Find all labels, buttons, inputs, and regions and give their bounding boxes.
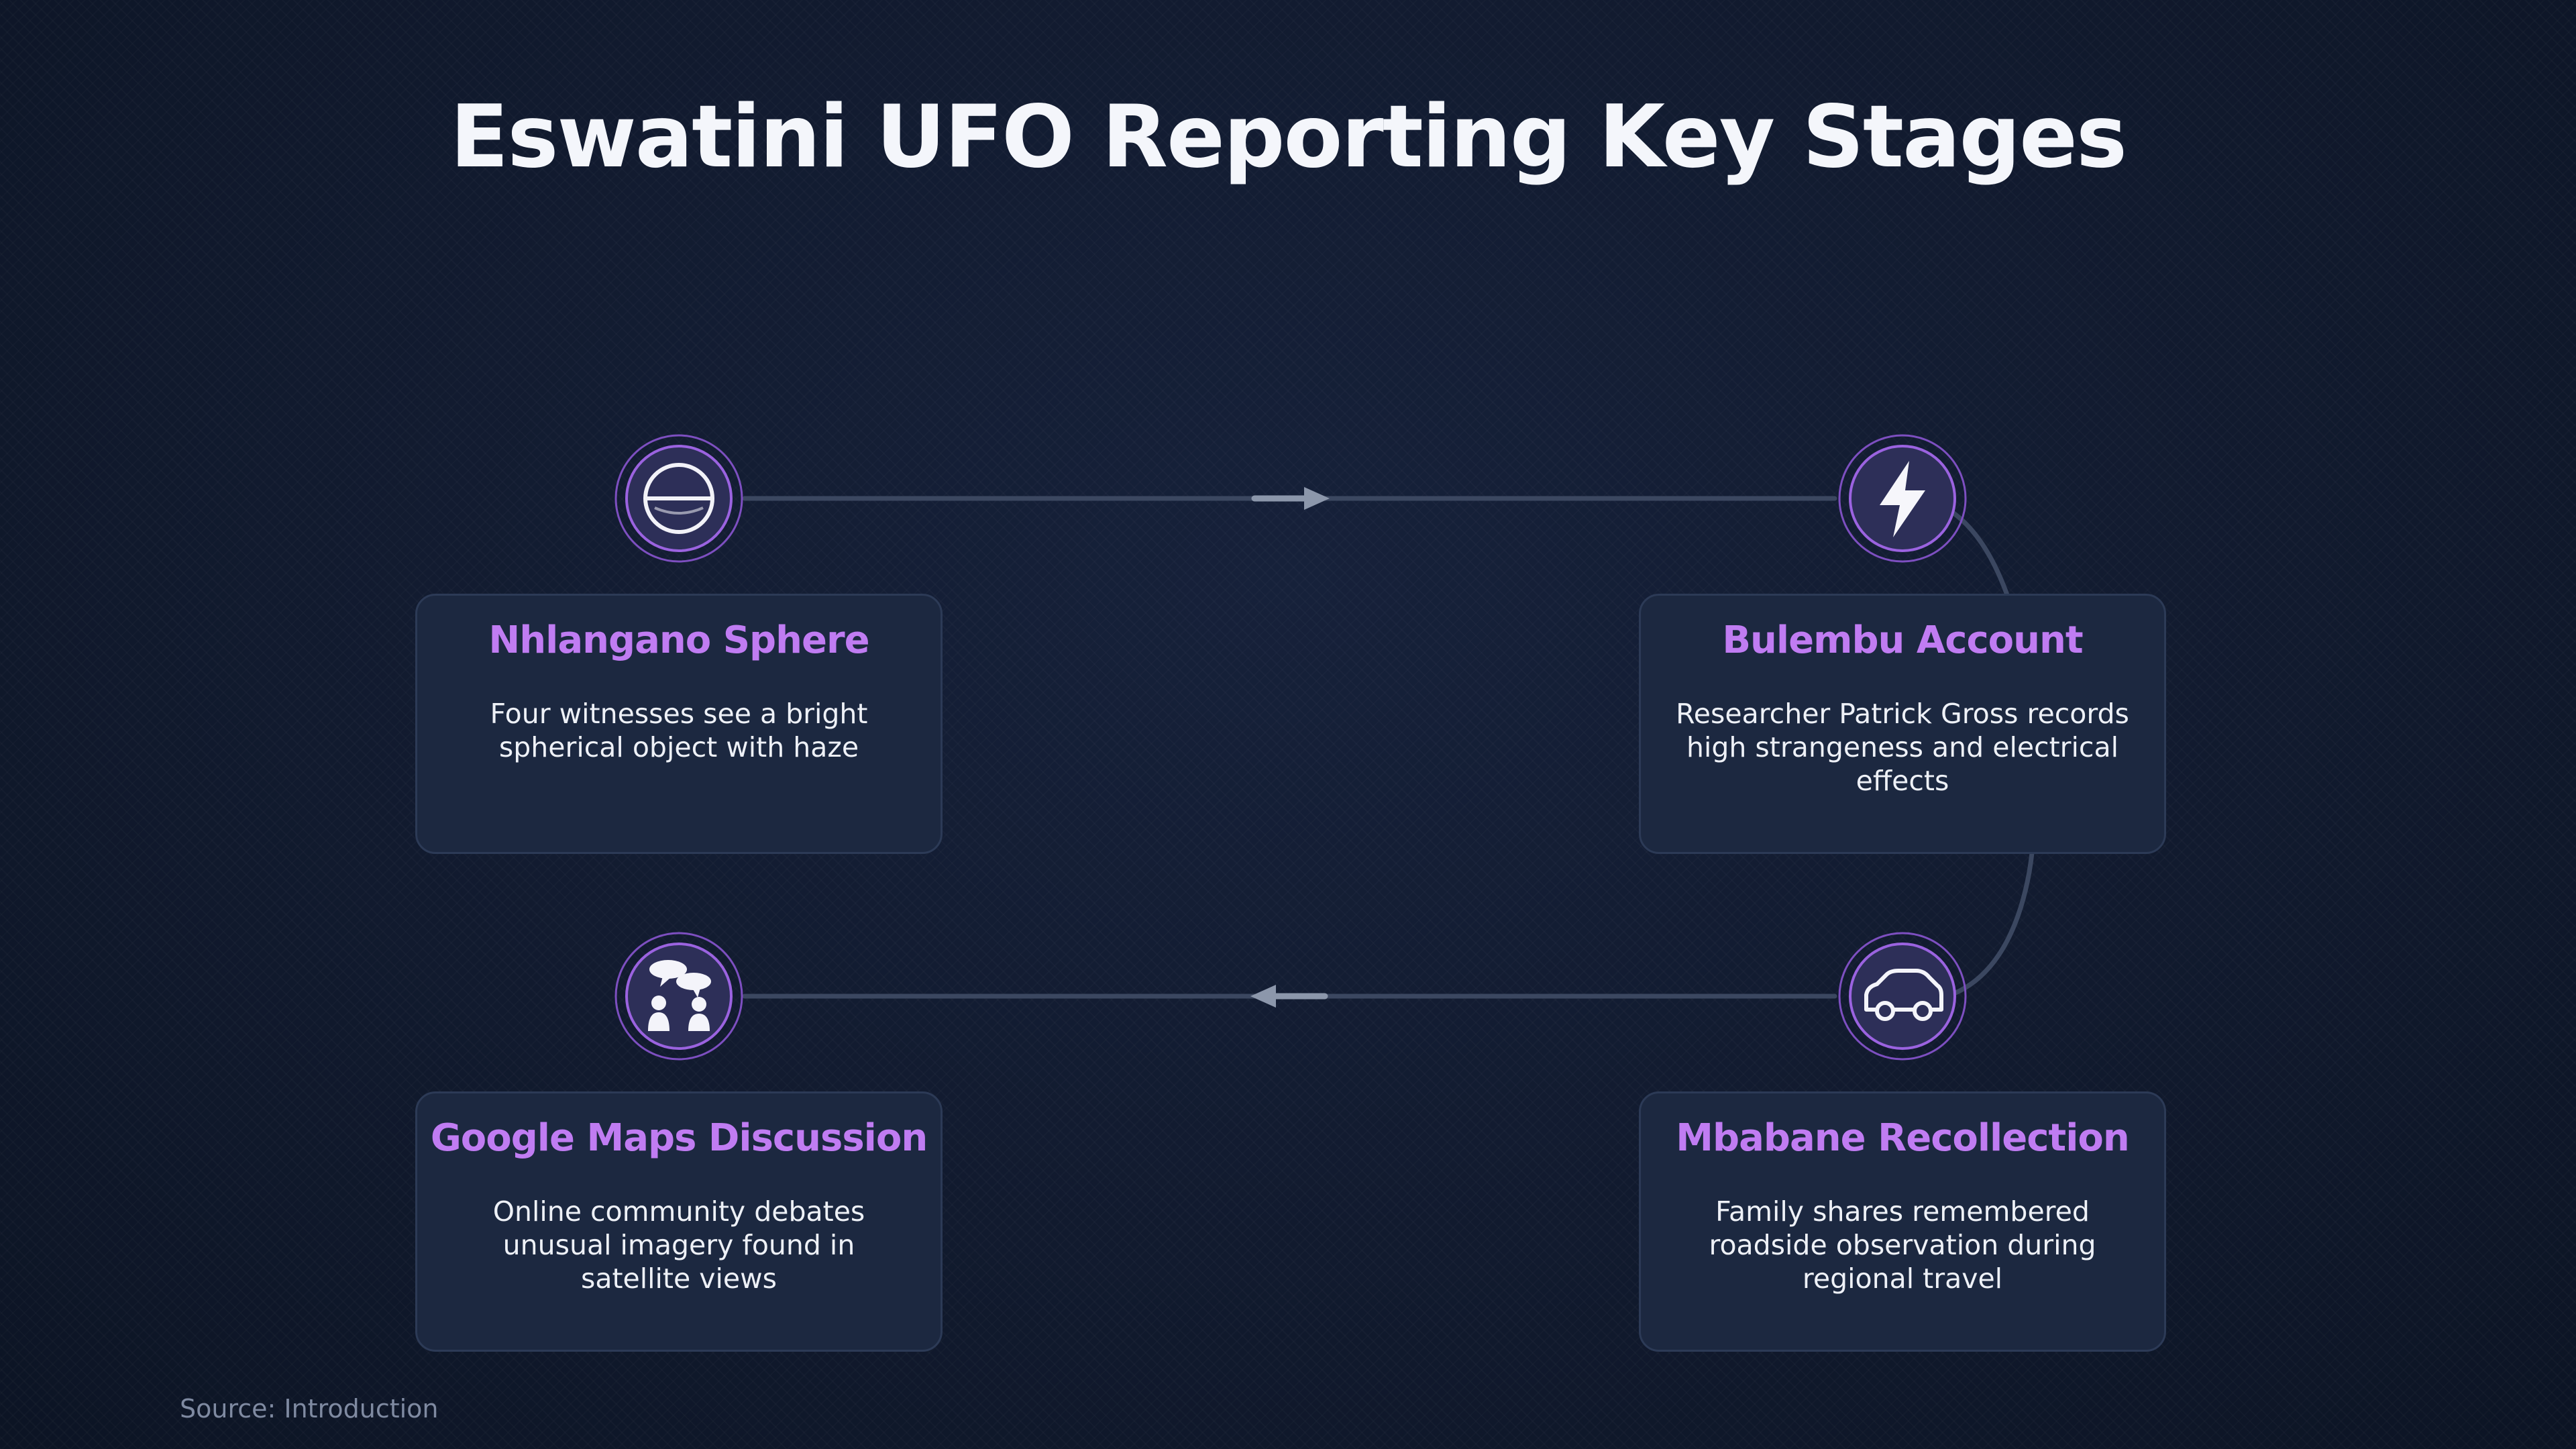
stage-title: Mbabane Recollection <box>1676 1116 2129 1160</box>
stage-card-3: Mbabane Recollection Family shares remem… <box>1639 1091 2166 1352</box>
sphere-icon <box>614 434 743 563</box>
stage-node-1 <box>613 433 745 564</box>
car-icon <box>1838 932 1967 1061</box>
stage-node-3 <box>1837 930 1968 1062</box>
stage-card-1: Nhlangano Sphere Four witnesses see a br… <box>415 594 943 854</box>
stage-description: Researcher Patrick Gross records high st… <box>1676 698 2129 797</box>
stage-card-4: Google Maps Discussion Online community … <box>415 1091 943 1352</box>
lightning-icon <box>1838 434 1967 563</box>
stage-title: Bulembu Account <box>1722 619 2083 662</box>
stage-title: Google Maps Discussion <box>430 1116 928 1160</box>
source-note: Source: Introduction <box>180 1394 439 1424</box>
stage-description: Online community debates unusual imagery… <box>492 1195 865 1295</box>
stage-description: Family shares remembered roadside observ… <box>1709 1195 2096 1295</box>
stage-node-4 <box>613 930 745 1062</box>
arrow-right-icon <box>1251 487 1330 510</box>
stage-description: Four witnesses see a bright spherical ob… <box>490 698 868 763</box>
stage-title: Nhlangano Sphere <box>488 619 869 662</box>
page-title: Eswatini UFO Reporting Key Stages <box>449 87 2127 187</box>
arrow-left-icon <box>1250 985 1328 1008</box>
stage-node-2 <box>1837 433 1968 564</box>
stage-card-2: Bulembu Account Researcher Patrick Gross… <box>1639 594 2166 854</box>
discussion-icon <box>614 932 743 1061</box>
